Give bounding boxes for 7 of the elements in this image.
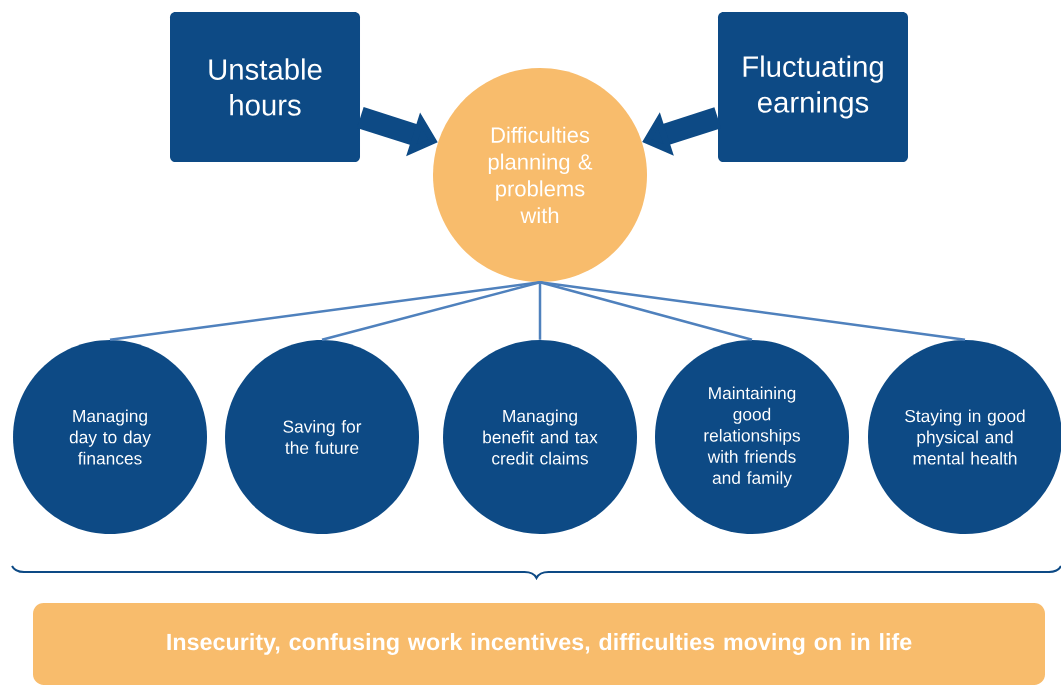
outcome-banner: Insecurity, confusing work incentives, difficulties moving on in life [33, 603, 1045, 685]
connector-line [538, 282, 542, 340]
connector-line [109, 281, 541, 341]
connector-line [539, 281, 966, 341]
connector-line [321, 281, 541, 341]
text-box: Unstable hours [170, 12, 360, 162]
text-box: Fluctuating earnings [718, 12, 908, 162]
